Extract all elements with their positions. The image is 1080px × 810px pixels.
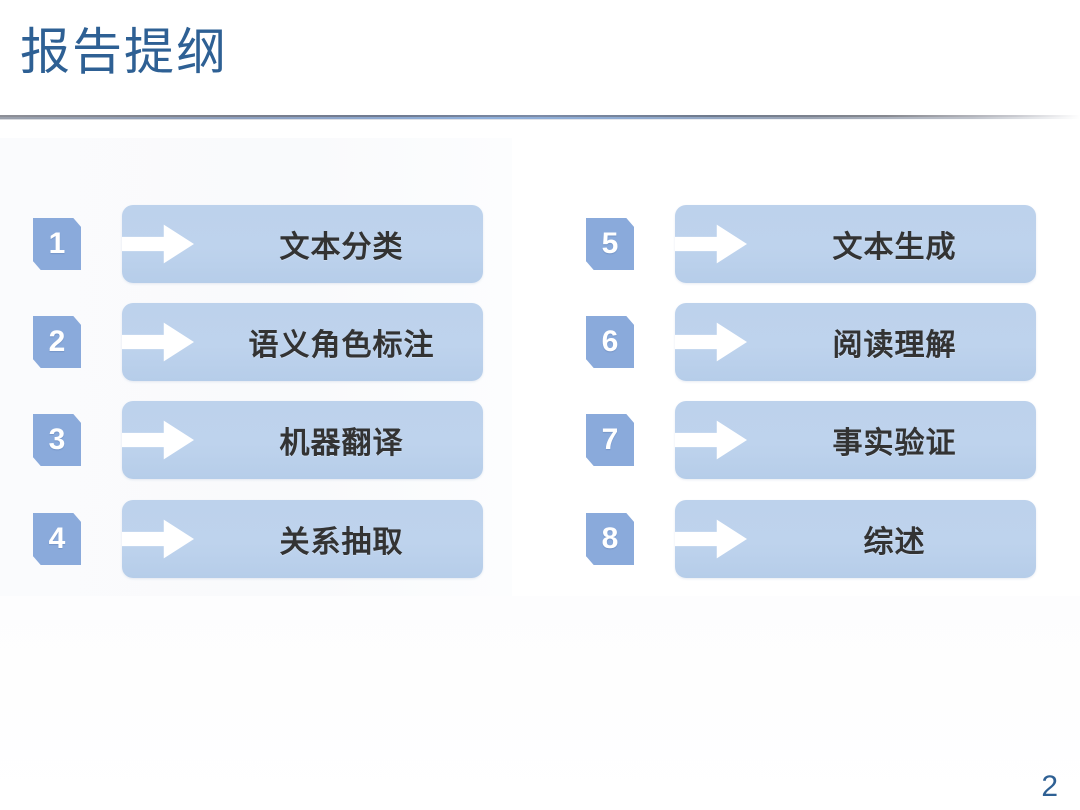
outline-item-number: 3 <box>48 423 66 456</box>
outline-item-bar[interactable]: 事实验证 <box>675 401 1036 479</box>
outline-item-bar[interactable]: 综述 <box>675 500 1036 578</box>
outline-item-number: 8 <box>601 522 619 555</box>
outline-item-badge: 6 <box>586 316 634 368</box>
outline-item-badge: 3 <box>33 414 81 466</box>
right-arrow-icon <box>122 224 194 264</box>
right-arrow-icon <box>122 322 194 362</box>
outline-item-label: 事实验证 <box>832 427 957 460</box>
outline-item-badge: 4 <box>33 513 81 565</box>
outline-item-bar[interactable]: 文本分类 <box>122 205 483 283</box>
outline-item-number: 2 <box>48 325 66 358</box>
outline-item-bar[interactable]: 文本生成 <box>675 205 1036 283</box>
outline-item-badge: 5 <box>586 218 634 270</box>
outline-item-badge: 7 <box>586 414 634 466</box>
outline-item-bar[interactable]: 语义角色标注 <box>122 303 483 381</box>
divider-line-bottom <box>0 119 1080 120</box>
outline-item-badge: 2 <box>33 316 81 368</box>
outline-item-number: 1 <box>48 227 66 260</box>
right-arrow-icon <box>675 519 747 559</box>
page-title: 报告提纲 <box>20 24 228 80</box>
right-arrow-icon <box>675 322 747 362</box>
divider-line-top <box>0 115 1080 117</box>
right-arrow-icon <box>122 519 194 559</box>
outline-item-number: 7 <box>601 423 619 456</box>
right-arrow-icon <box>675 420 747 460</box>
outline-item-badge: 8 <box>586 513 634 565</box>
outline-item-label: 文本分类 <box>279 231 404 264</box>
outline-item-number: 6 <box>601 325 619 358</box>
outline-item-badge: 1 <box>33 218 81 270</box>
outline-item-number: 5 <box>601 227 619 260</box>
outline-item-bar[interactable]: 阅读理解 <box>675 303 1036 381</box>
right-arrow-icon <box>675 224 747 264</box>
outline-item-bar[interactable]: 机器翻译 <box>122 401 483 479</box>
page-number: 2 <box>1041 770 1058 803</box>
divider-line-middle <box>0 117 1080 119</box>
outline-item-label: 语义角色标注 <box>248 329 435 362</box>
outline-item-label: 机器翻译 <box>279 427 404 460</box>
outline-item-label: 文本生成 <box>832 231 957 264</box>
outline-item-label: 关系抽取 <box>279 526 404 559</box>
title-divider <box>0 115 1080 120</box>
outline-item-number: 4 <box>48 522 66 555</box>
outline-item-label: 综述 <box>863 526 926 559</box>
outline-item-label: 阅读理解 <box>832 329 957 362</box>
outline-item-bar[interactable]: 关系抽取 <box>122 500 483 578</box>
right-arrow-icon <box>122 420 194 460</box>
